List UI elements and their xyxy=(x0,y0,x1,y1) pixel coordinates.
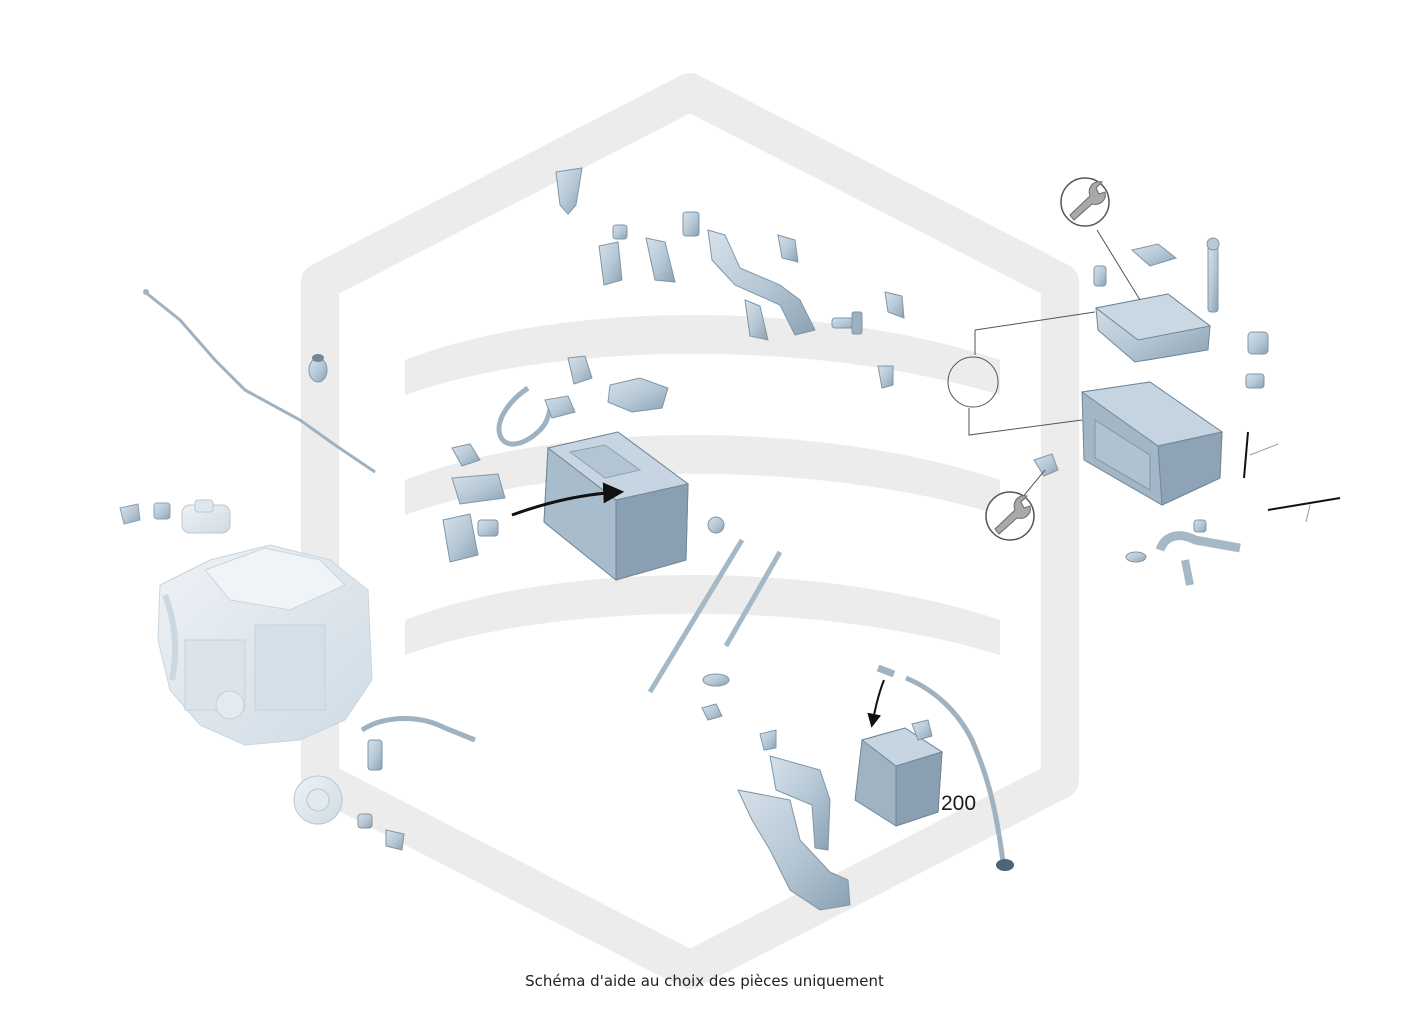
control-module xyxy=(1094,293,1212,363)
grommet xyxy=(308,354,328,383)
coolant-hose xyxy=(1125,519,1241,586)
edge-marks xyxy=(1243,431,1341,523)
detail-leader-lines xyxy=(947,229,1141,511)
main-battery xyxy=(543,431,690,582)
ground-cable xyxy=(144,290,376,474)
plug xyxy=(702,673,730,687)
bolt-part xyxy=(367,739,383,771)
cable-end xyxy=(143,289,149,295)
battery-tray xyxy=(737,729,851,911)
wrench-icon xyxy=(985,491,1035,541)
sensor-part xyxy=(1033,453,1059,477)
screw xyxy=(831,311,863,335)
wrench-icon xyxy=(1060,177,1110,227)
nut xyxy=(707,516,725,534)
bolt-part xyxy=(119,502,171,525)
fuse-cover xyxy=(555,167,583,215)
hold-down-rod xyxy=(723,550,783,648)
terminal-cable xyxy=(496,385,557,447)
engine-block xyxy=(157,544,373,746)
diagram-caption: Schéma d'aide au choix des pièces unique… xyxy=(525,972,884,990)
wiring-harness-bracket xyxy=(707,229,816,341)
auxiliary-arrow xyxy=(867,679,885,728)
clip xyxy=(701,703,723,721)
clip xyxy=(911,719,933,741)
auxiliary-cable xyxy=(905,675,1006,863)
connector-parts xyxy=(598,211,905,319)
bolt-part xyxy=(357,813,405,851)
dc-dc-converter xyxy=(1080,381,1224,506)
alternator xyxy=(293,775,343,825)
battery-pointer-arrow xyxy=(511,482,625,517)
starter-motor xyxy=(181,499,231,534)
clip xyxy=(877,365,894,389)
ground-strap xyxy=(360,716,476,743)
module-cover xyxy=(1130,243,1178,267)
auxiliary-battery xyxy=(854,727,944,827)
cap-nut xyxy=(1245,331,1269,389)
battery-cover xyxy=(607,377,669,413)
fuse-box xyxy=(442,443,506,563)
hold-down-rod xyxy=(647,538,745,694)
screw xyxy=(1093,237,1220,313)
callout-200: 200 xyxy=(941,792,976,815)
terminal-clamp xyxy=(544,355,593,419)
grommet xyxy=(996,859,1014,871)
sensor-plug xyxy=(876,664,896,678)
